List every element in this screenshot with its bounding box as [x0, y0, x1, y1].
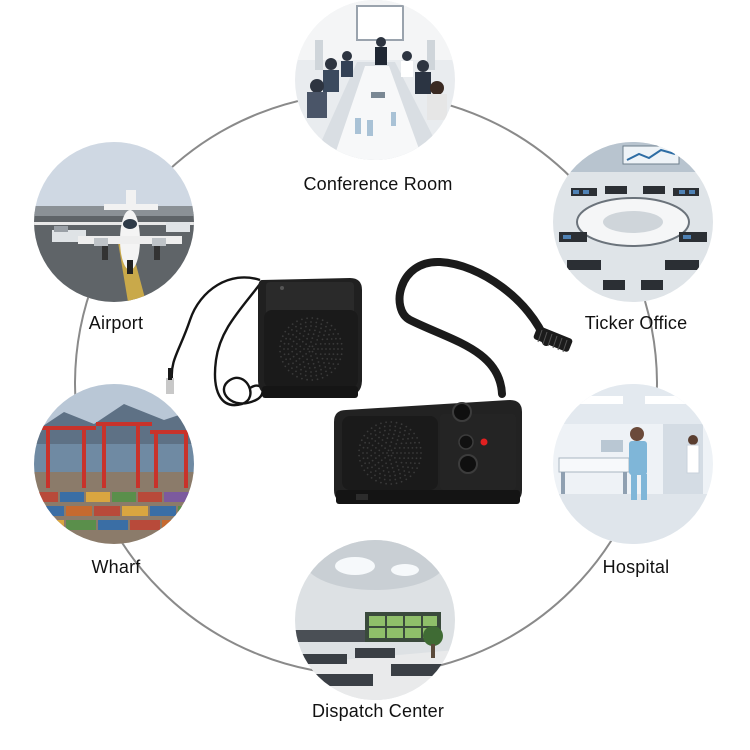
ticker-office-label: Ticker Office — [584, 313, 688, 333]
ticker-office-photo — [553, 142, 713, 302]
wharf-label: Wharf — [91, 557, 141, 577]
conference-room-label: Conference Room — [303, 174, 453, 194]
desk-base-unit — [334, 400, 522, 504]
speaker-cable — [170, 276, 264, 407]
power-indicator-light — [480, 438, 488, 446]
volume-knob-bottom — [458, 454, 478, 474]
volume-knob-top — [452, 402, 472, 422]
dispatch-center-photo — [295, 540, 455, 700]
talk-button — [458, 434, 474, 450]
hospital-label: Hospital — [602, 557, 670, 577]
airport-photo — [34, 142, 194, 302]
airport-label: Airport — [88, 313, 144, 333]
outside-speaker-unit — [258, 278, 362, 398]
window-intercom-product — [150, 250, 590, 520]
gooseneck-microphone — [395, 257, 550, 398]
conference-room-photo — [295, 0, 455, 160]
audio-jack — [166, 378, 174, 394]
hospital-photo — [553, 384, 713, 544]
dispatch-center-label: Dispatch Center — [311, 701, 445, 721]
